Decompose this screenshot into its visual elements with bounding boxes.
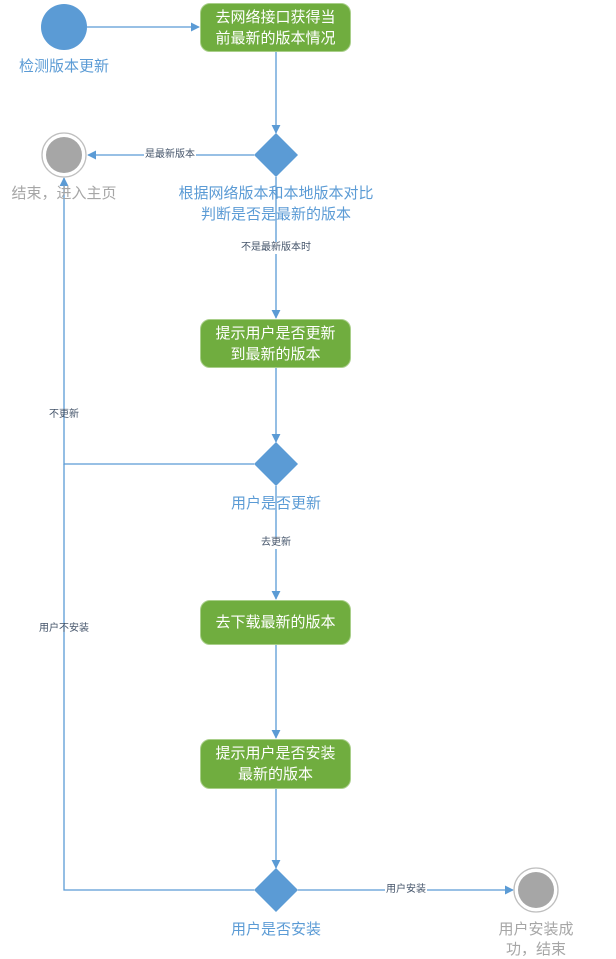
edge-label-user-not-install: 用户不安装 xyxy=(39,623,89,634)
decision-user-install[interactable] xyxy=(254,868,298,912)
decision-user-update-label: 用户是否更新 xyxy=(230,494,322,512)
end-node-home[interactable] xyxy=(41,132,87,178)
edge-user-install-to-end-home[interactable] xyxy=(63,464,254,891)
end-home-label: 结束，进入主页 xyxy=(11,184,117,202)
decision-user-install-label: 用户是否安装 xyxy=(230,920,322,938)
start-node-label: 检测版本更新 xyxy=(18,57,110,75)
edge-label-no-update: 不更新 xyxy=(49,409,79,420)
edge-label-user-install: 用户安装 xyxy=(385,884,427,896)
action-prompt-update[interactable]: 提示用户是否更新 到最新的版本 xyxy=(200,319,351,368)
decision-user-update[interactable] xyxy=(254,442,298,486)
start-node[interactable] xyxy=(41,4,87,50)
decision-compare-version[interactable] xyxy=(254,133,298,177)
edge-label-not-latest: 不是最新版本时 xyxy=(240,242,312,254)
edge-label-is-latest: 是最新版本 xyxy=(144,149,196,161)
decision-compare-label: 根据网络版本和本地版本对比 判断是否是最新的版本 xyxy=(178,184,374,223)
end-node-success[interactable] xyxy=(513,867,559,913)
action-download[interactable]: 去下载最新的版本 xyxy=(200,600,351,645)
action-prompt-install[interactable]: 提示用户是否安装 最新的版本 xyxy=(200,739,351,789)
action-fetch-version[interactable]: 去网络接口获得当 前最新的版本情况 xyxy=(200,3,351,52)
end-success-label: 用户安装成功，结束 xyxy=(498,920,574,958)
edges xyxy=(59,22,514,895)
edge-label-go-update: 去更新 xyxy=(260,537,292,549)
